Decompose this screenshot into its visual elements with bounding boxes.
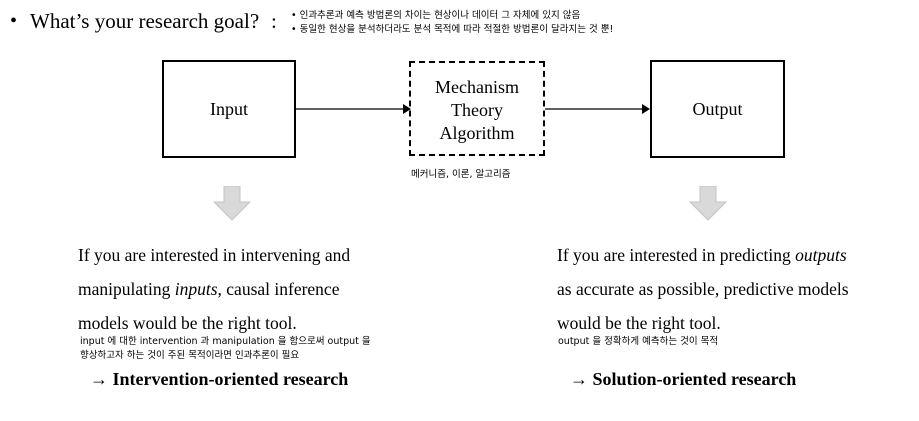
output-label: Output	[692, 98, 743, 119]
header-note-line-1: • 인과추론과 예측 방법론의 차이는 현상이나 데이터 그 자체에 있지 않음	[291, 10, 581, 21]
arrow-mechanism-to-output	[545, 104, 650, 114]
input-label: Input	[210, 98, 248, 119]
solution-oriented-label: → Solution-oriented research	[570, 369, 797, 389]
prediction-paragraph: If you are interested in predicting outp…	[557, 238, 849, 340]
arrow-input-to-mechanism	[296, 104, 411, 114]
causal-inference-paragraph: If you are interested in intervening and…	[78, 238, 350, 340]
theory-line: Theory	[451, 100, 503, 120]
header-note-line-2: • 동일한 현상을 분석하더라도 분석 목적에 따라 적절한 방법론이 달라지는…	[291, 24, 614, 35]
paragraph-line: manipulating inputs, causal inference	[78, 279, 340, 299]
bullet-point: •	[10, 10, 18, 32]
paragraph-line: If you are interested in predicting outp…	[557, 245, 847, 265]
causal-note-line-2: 향상하고자 하는 것이 주된 목적이라면 인과추론이 필요	[80, 350, 300, 361]
emphasis-inputs: inputs	[174, 279, 218, 299]
paragraph-line: as accurate as possible, predictive mode…	[557, 279, 849, 299]
input-box: Input	[162, 60, 296, 158]
algorithm-line: Algorithm	[439, 123, 515, 143]
paragraph-line: would be the right tool.	[557, 313, 721, 333]
mechanism-line: Mechanism	[435, 77, 519, 97]
paragraph-line: models would be the right tool.	[78, 313, 297, 333]
question-colon: :	[271, 9, 277, 33]
mechanism-caption: 메커니즘, 이론, 알고리즘	[411, 169, 511, 180]
down-arrow-icon	[688, 186, 728, 221]
intervention-oriented-label: → Intervention-oriented research	[90, 369, 349, 389]
emphasis-outputs: outputs	[795, 245, 847, 265]
research-goal-question: What’s your research goal?	[30, 9, 260, 33]
paragraph-line: If you are interested in intervening and	[78, 245, 351, 265]
causal-note-line-1: input 에 대한 intervention 과 manipulation 을…	[80, 336, 371, 347]
output-box: Output	[650, 60, 785, 158]
down-arrow-icon	[212, 186, 252, 221]
prediction-note: output 을 정확하게 예측하는 것이 목적	[558, 336, 719, 347]
